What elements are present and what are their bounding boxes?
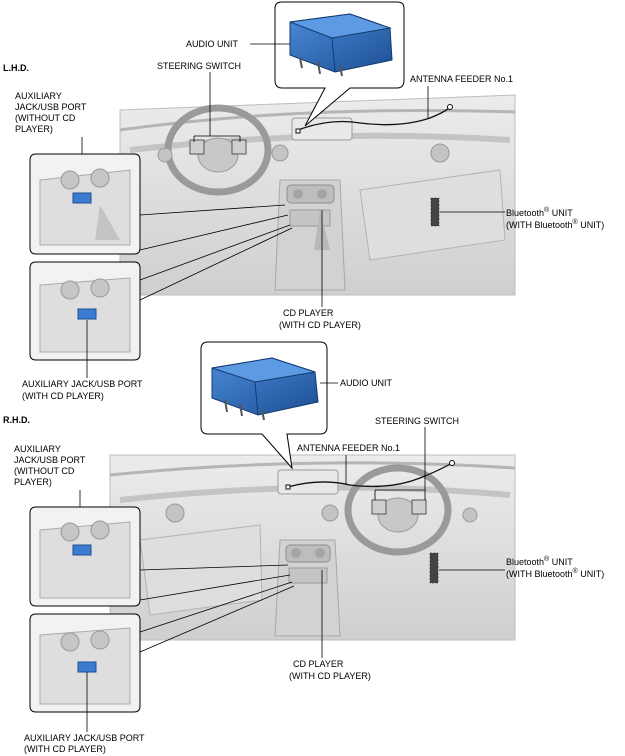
- rhd-antenna-feeder-label: ANTENNA FEEDER No.1: [297, 443, 400, 453]
- rhd-section-label: R.H.D.: [3, 415, 30, 425]
- lhd-antenna-feeder-cable: [297, 106, 451, 131]
- lhd-aux-without-cd-label-line4: PLAYER): [15, 124, 53, 134]
- rhd-inset-with-cd: [29, 581, 295, 713]
- lhd-interior-illustration: [119, 94, 516, 296]
- lhd-antenna-feeder-label: ANTENNA FEEDER No.1: [410, 74, 513, 84]
- rhd-section: R.H.D.: [3, 341, 604, 754]
- rhd-aux-without-cd-label-line1: AUXILIARY: [14, 444, 61, 454]
- lhd-aux-without-cd-label-line1: AUXILIARY: [15, 91, 62, 101]
- lhd-section: L.H.D.: [3, 1, 604, 401]
- rhd-steering-switch-label: STEERING SWITCH: [375, 416, 459, 426]
- lhd-inset-with-cd: [29, 224, 293, 361]
- rhd-cd-player-label-line2: (WITH CD PLAYER): [289, 671, 371, 681]
- rhd-aux-with-cd-label-line2: (WITH CD PLAYER): [24, 744, 106, 754]
- rhd-aux-without-cd-label-line2: JACK/USB PORT: [14, 455, 86, 465]
- lhd-aux-without-cd-label-line2: JACK/USB PORT: [15, 102, 87, 112]
- rhd-audio-unit-callout: [200, 341, 328, 470]
- rhd-aux-without-cd-label-line4: PLAYER): [14, 477, 52, 487]
- rhd-aux-with-cd-label-line1: AUXILIARY JACK/USB PORT: [24, 733, 145, 743]
- rhd-inset-without-cd: [29, 506, 291, 607]
- rhd-bluetooth-unit-label-line2: (WITH Bluetooth® UNIT): [506, 567, 604, 579]
- lhd-cd-player-label-line1: CD PLAYER: [283, 308, 334, 318]
- rhd-cd-player-label-line1: CD PLAYER: [293, 659, 344, 669]
- lhd-cd-player-label-line2: (WITH CD PLAYER): [279, 320, 361, 330]
- rhd-antenna-feeder-cable: [287, 462, 453, 488]
- lhd-bluetooth-unit-label-line1: Bluetooth® UNIT: [506, 206, 573, 218]
- lhd-aux-without-cd-label-line3: (WITHOUT CD: [15, 113, 76, 123]
- lhd-audio-unit-icon: [289, 13, 393, 77]
- lhd-section-label: L.H.D.: [3, 63, 29, 73]
- rhd-audio-unit-icon: [211, 357, 319, 421]
- lhd-bluetooth-unit-label-line2: (WITH Bluetooth® UNIT): [506, 218, 604, 230]
- lhd-audio-unit-label: AUDIO UNIT: [186, 39, 239, 49]
- rhd-audio-unit-label: AUDIO UNIT: [340, 378, 393, 388]
- lhd-aux-with-cd-label-line1: AUXILIARY JACK/USB PORT: [22, 379, 143, 389]
- lhd-aux-with-cd-label-line2: (WITH CD PLAYER): [22, 391, 104, 401]
- lhd-inset-without-cd: [29, 153, 289, 255]
- lhd-bluetooth-unit-marker: [430, 197, 440, 227]
- lhd-steering-switch-label: STEERING SWITCH: [157, 61, 241, 71]
- rhd-interior-illustration: [109, 454, 516, 641]
- rhd-bluetooth-unit-label-line1: Bluetooth® UNIT: [506, 555, 573, 567]
- rhd-aux-without-cd-label-line3: (WITHOUT CD: [14, 466, 75, 476]
- rhd-bluetooth-unit-marker: [429, 552, 439, 584]
- lhd-audio-unit-callout: [274, 1, 405, 127]
